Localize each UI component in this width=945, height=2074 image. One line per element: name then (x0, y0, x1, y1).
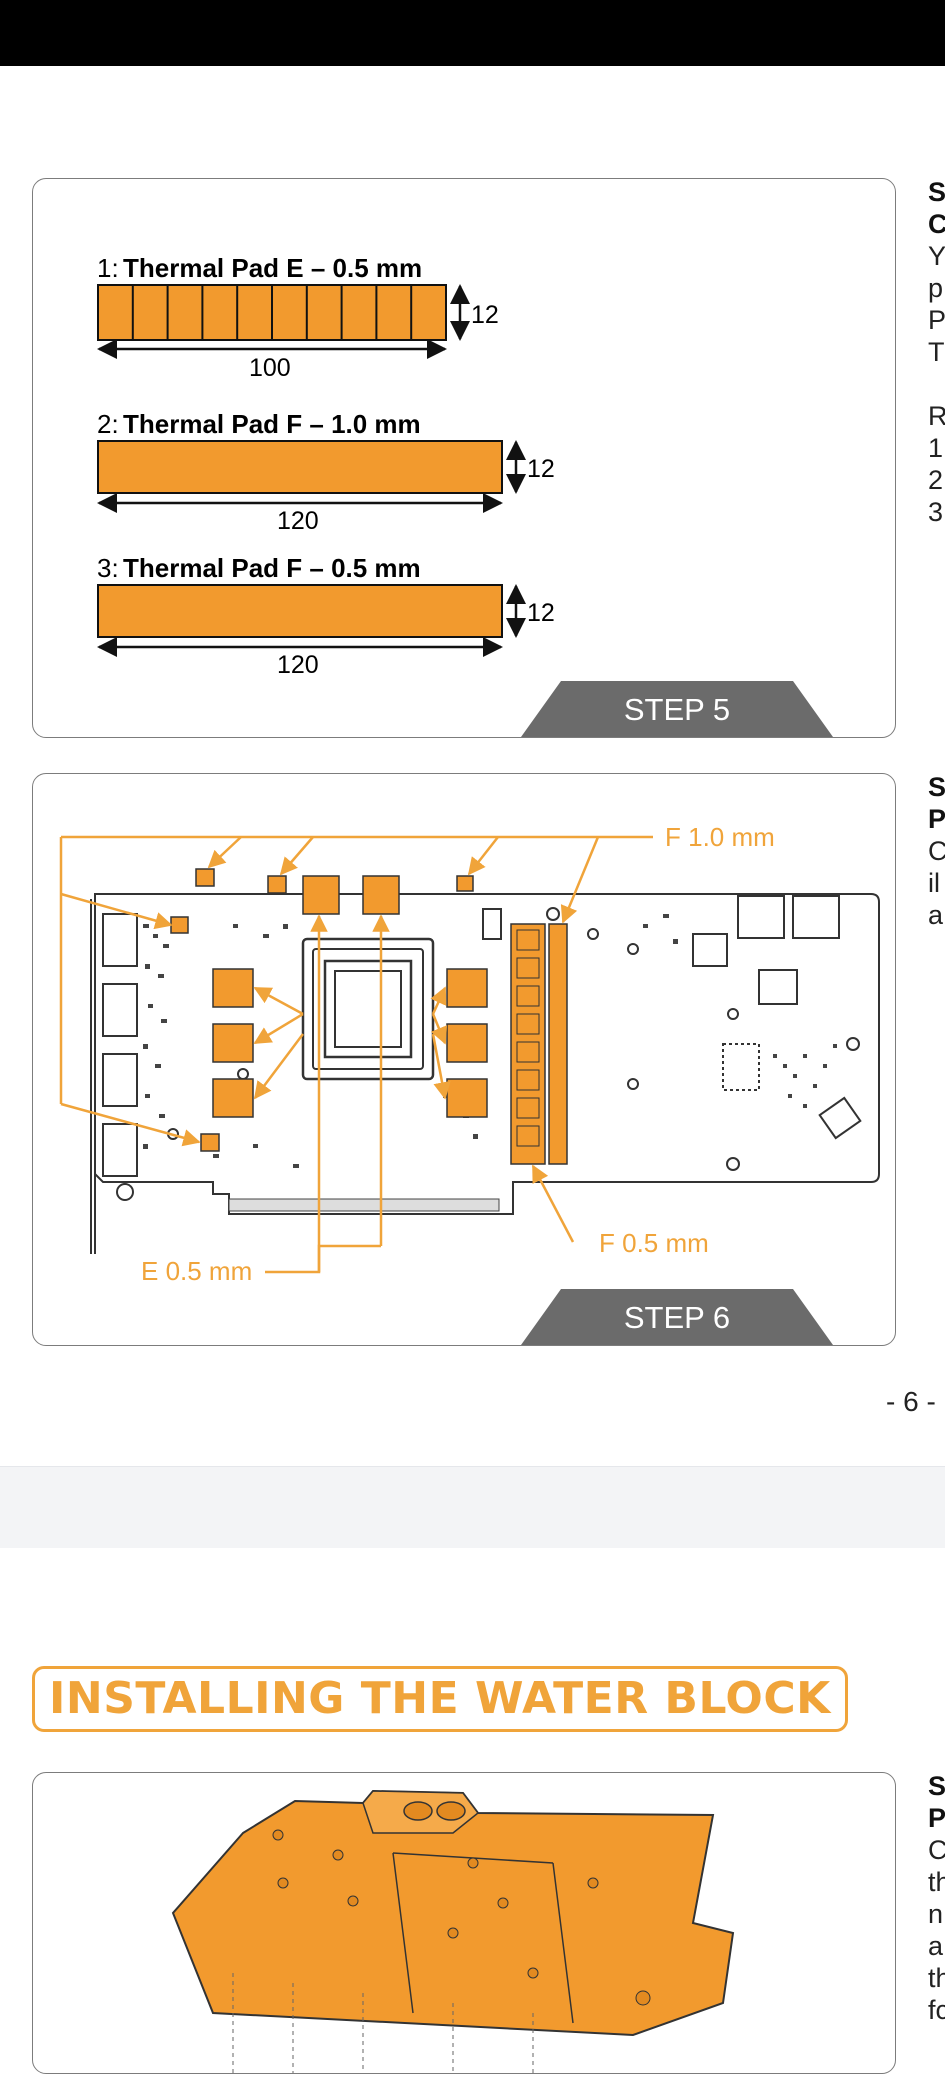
section-title-box: INSTALLING THE WATER BLOCK (32, 1666, 848, 1732)
pad1-name: Thermal Pad E – 0.5 mm (123, 253, 422, 283)
step6-badge (521, 1289, 833, 1345)
section-title: INSTALLING THE WATER BLOCK (49, 1673, 831, 1724)
pad3-length: 120 (277, 651, 319, 679)
label-f-1mm: F 1.0 mm (665, 822, 775, 852)
pad2-length: 120 (277, 507, 319, 535)
water-block-illustration (171, 1789, 735, 2073)
step7-side-text: S P C th n a th fc (928, 1771, 945, 2025)
pad2-strip (97, 440, 503, 494)
pad1-segments (131, 285, 413, 340)
pad3-index: 3: (97, 553, 119, 583)
pad1-width: 12 (471, 301, 499, 329)
pad2-index: 2: (97, 409, 119, 439)
page-gap (0, 1466, 945, 1549)
step7-panel (32, 1772, 896, 2074)
page-number: - 6 - (886, 1386, 936, 1417)
pad3-name: Thermal Pad F – 0.5 mm (123, 553, 421, 583)
pad-placement-diagram: F 1.0 mm F 0.5 mm E 0.5 mm STEP 6 (59, 822, 880, 1345)
step5-panel: 1: Thermal Pad E – 0.5 mm 12 100 2: Ther… (32, 178, 896, 738)
pad3-strip (97, 584, 503, 638)
step6-panel: F 1.0 mm F 0.5 mm E 0.5 mm STEP 6 (32, 773, 896, 1346)
label-f-05mm: F 0.5 mm (599, 1228, 709, 1258)
step5-side-text: S C Y p P T R 1 2 3 (928, 177, 945, 527)
vrm-cells (516, 929, 540, 1147)
pcb-board (90, 893, 880, 1254)
step5-badge (521, 681, 833, 737)
pad1-index: 1: (97, 253, 119, 283)
thermal-pads-diagram: 1: Thermal Pad E – 0.5 mm 12 100 2: Ther… (97, 253, 833, 737)
pad1-length: 100 (249, 354, 291, 382)
label-e-05mm: E 0.5 mm (141, 1256, 252, 1286)
leader-lines (59, 835, 653, 1274)
status-bar (0, 0, 945, 66)
pad2-name: Thermal Pad F – 1.0 mm (123, 409, 421, 439)
pad3-width: 12 (527, 599, 555, 627)
pad2-width: 12 (527, 455, 555, 483)
step5-badge-label: STEP 5 (624, 692, 730, 727)
step6-badge-label: STEP 6 (624, 1300, 730, 1335)
step6-side-text: S P C il a (928, 772, 945, 930)
thermal-pads (170, 868, 568, 1165)
